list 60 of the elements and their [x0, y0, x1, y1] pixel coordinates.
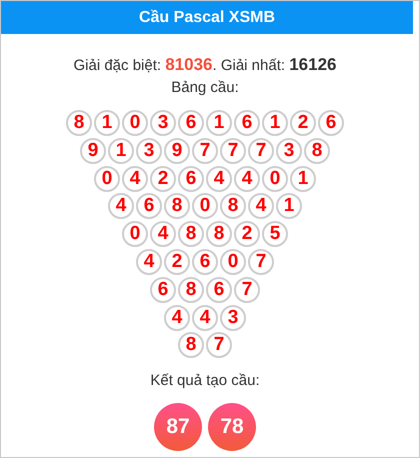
digit-ball: 0: [262, 166, 288, 192]
digit-ball: 8: [220, 193, 246, 220]
digit-ball: 4: [192, 304, 218, 331]
prize-results-text: Giải đặc biệt: 81036. Giải nhất: 16126: [74, 57, 336, 74]
digit-ball: 7: [248, 138, 274, 164]
digit-ball: 7: [248, 249, 274, 275]
digit-ball: 6: [318, 110, 344, 136]
digit-ball: 3: [220, 304, 246, 331]
section-heading: Bảng cầu:: [171, 79, 239, 96]
digit-ball: 0: [192, 193, 218, 220]
digit-ball: 0: [122, 110, 148, 136]
digit-ball: 9: [164, 138, 190, 164]
digit-ball: 3: [136, 138, 162, 164]
digit-ball: 6: [192, 249, 218, 275]
digit-ball: 4: [108, 193, 134, 220]
digit-ball: 4: [248, 193, 274, 220]
digit-ball: 2: [164, 249, 190, 275]
digit-ball: 3: [276, 138, 302, 164]
digit-ball: 1: [290, 166, 316, 192]
digit-ball: 4: [206, 166, 232, 192]
digit-ball: 1: [206, 110, 232, 136]
digit-ball: 4: [122, 166, 148, 192]
digit-ball: 8: [178, 332, 204, 358]
digit-ball: 6: [150, 276, 176, 303]
digit-ball: 1: [94, 110, 120, 136]
section-heading: Kết quả tạo cầu:: [150, 372, 260, 389]
digit-ball: 2: [234, 221, 260, 248]
digit-ball: 7: [192, 138, 218, 164]
digit-ball: 8: [206, 221, 232, 248]
digit-ball: 6: [206, 276, 232, 303]
result-ball: 87: [154, 403, 202, 451]
digit-ball: 4: [234, 166, 260, 192]
digit-ball: 6: [178, 166, 204, 192]
digit-ball: 4: [164, 304, 190, 331]
digit-ball: 0: [122, 221, 148, 248]
title-bar: Cầu Pascal XSMB: [1, 1, 413, 34]
result-ball: 78: [208, 403, 256, 451]
digit-ball: 6: [136, 193, 162, 220]
digit-ball: 7: [234, 276, 260, 303]
digit-ball: 7: [220, 138, 246, 164]
digit-ball: 0: [220, 249, 246, 275]
digit-ball: 8: [164, 193, 190, 220]
digit-ball: 1: [108, 138, 134, 164]
digit-ball: 8: [304, 138, 330, 164]
digit-ball: 8: [178, 221, 204, 248]
digit-ball: 4: [136, 249, 162, 275]
digit-ball: 2: [150, 166, 176, 192]
digit-ball: 7: [206, 332, 232, 358]
digit-ball: 0: [94, 166, 120, 192]
digit-ball: 3: [150, 110, 176, 136]
digit-ball: 4: [150, 221, 176, 248]
digit-ball: 2: [290, 110, 316, 136]
digit-ball: 1: [262, 110, 288, 136]
digit-ball: 8: [66, 110, 92, 136]
digit-ball: 9: [80, 138, 106, 164]
digit-ball: 5: [262, 221, 288, 248]
digit-ball: 1: [276, 193, 302, 220]
digit-ball: 6: [234, 110, 260, 136]
digit-ball: 6: [178, 110, 204, 136]
digit-ball: 8: [178, 276, 204, 303]
